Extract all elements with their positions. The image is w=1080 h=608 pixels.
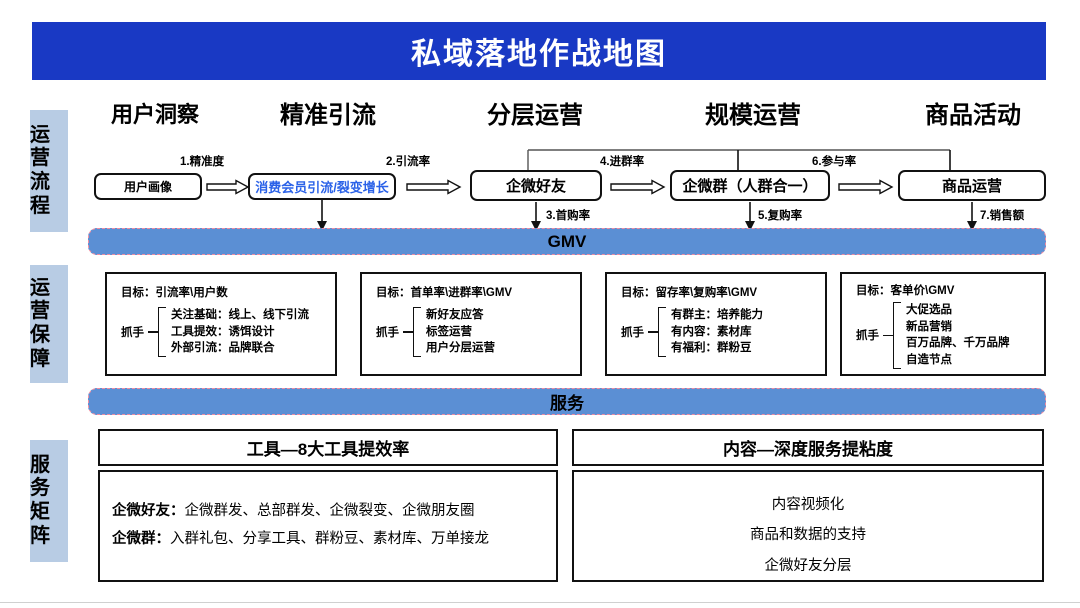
right-arrow-icon-1 [205,173,250,200]
guarantee-items: 关注基础：线上、线下引流 工具提效：诱饵设计 外部引流：品牌联合 [166,307,309,357]
guarantee-item: 关注基础：线上、线下引流 [171,309,309,321]
guarantee-item: 有内容：素材库 [671,325,752,338]
right-arrow-icon-4 [836,173,896,200]
guarantee-goal: 目标：引流率\用户数 [121,287,228,299]
matrix-right-title-box: 内容—深度服务提粘度 [572,429,1044,466]
connector-dash-icon [148,331,158,333]
matrix-left-body: 企微好友：企微群发、总部群发、企微裂变、企微朋友圈 企微群：入群礼包、分享工具、… [98,470,558,582]
guarantee-card-3: 目标：客单价\GMV 抓手 大促选品 新品营销 百万品牌、千万品牌 自造节点 [840,272,1046,376]
sidebar-label-service-matrix: 服务矩阵 [30,453,50,547]
flow-box-label: 企微群（人群合一） [682,178,818,195]
guarantee-goal: 目标：客单价\GMV [856,285,955,297]
brace-icon [158,307,166,358]
guarantee-card-1: 目标：首单率\进群率\GMV 抓手 新好友应答 标签运营 用户分层运营 [360,272,582,376]
flow-box-wecom-friend[interactable]: 企微好友 [470,170,602,201]
service-bar: 服务 [88,388,1046,415]
flow-box-label: 企微好友 [505,178,566,195]
flow-box-member-acquisition[interactable]: 消费会员引流/裂变增长 [248,173,396,200]
guarantee-item: 工具提效：诱饵设计 [171,325,275,338]
connector-dash-icon [648,331,658,333]
flow-box-user-profile[interactable]: 用户画像 [94,173,202,200]
right-arrow-icon-3 [608,173,668,200]
column-header-4: 商品活动 [925,102,1021,129]
sidebar-item-service-matrix: 服务矩阵 [30,440,68,562]
kpi-top-2: 2.引流率 [386,156,431,168]
column-header-3: 规模运营 [705,102,801,129]
guarantee-item: 新好友应答 [426,309,484,321]
matrix-left-title: 工具—8大工具提效率 [246,440,410,459]
guarantee-card-0: 目标：引流率\用户数 抓手 关注基础：线上、线下引流 工具提效：诱饵设计 外部引… [105,272,337,376]
sidebar-item-operation-process: 运营流程 [30,110,68,232]
matrix-right-line-1: 商品和数据的支持 [750,527,866,544]
page-title-banner: 私域落地作战地图 [32,22,1046,80]
guarantee-items: 大促选品 新品营销 百万品牌、千万品牌 自造节点 [901,302,1010,369]
brace-icon [893,302,901,369]
connector-dash-icon [403,331,413,333]
matrix-right-body: 内容视频化 商品和数据的支持 企微好友分层 [572,470,1044,582]
guarantee-goal: 目标：首单率\进群率\GMV [376,287,513,299]
footer-divider [0,602,1080,603]
matrix-right-line-2: 企微好友分层 [764,557,852,574]
flow-box-wecom-group[interactable]: 企微群（人群合一） [670,170,830,201]
guarantee-items: 有群主：培养能力 有内容：素材库 有福利：群粉豆 [666,307,763,357]
matrix-left-line-1-value: 入群礼包、分享工具、群粉豆、素材库、万单接龙 [170,530,489,547]
column-header-1: 精准引流 [280,102,376,129]
matrix-left-line-0-value: 企微群发、总部群发、企微裂变、企微朋友圈 [184,503,475,519]
brace-icon [658,307,666,358]
matrix-left-line-1-label: 企微群： [112,530,170,547]
sidebar-item-operation-guarantee: 运营保障 [30,265,68,383]
flow-box-label: 消费会员引流/裂变增长 [255,180,389,195]
flow-box-label: 商品运营 [941,178,1002,195]
right-arrow-icon-2 [404,173,464,200]
column-header-0: 用户洞察 [110,102,199,127]
guarantee-key: 抓手 [856,330,879,343]
kpi-top-6: 6.参与率 [812,156,857,168]
flow-box-label: 用户画像 [123,180,172,194]
guarantee-card-2: 目标：留存率\复购率\GMV 抓手 有群主：培养能力 有内容：素材库 有福利：群… [605,272,827,376]
guarantee-item: 大促选品 [906,304,952,316]
matrix-left-line-1: 企微群：入群礼包、分享工具、群粉豆、素材库、万单接龙 [112,526,556,554]
guarantee-items: 新好友应答 标签运营 用户分层运营 [421,307,495,357]
guarantee-item: 有群主：培养能力 [671,309,763,321]
sidebar-label-operation-guarantee: 运营保障 [30,276,50,370]
matrix-left-title-box: 工具—8大工具提效率 [98,429,558,466]
kpi-bottom-3: 3.首购率 [546,210,591,222]
connector-dash-icon [883,334,893,337]
guarantee-key: 抓手 [621,327,644,339]
gmv-bar-label: GMV [547,231,587,251]
matrix-right-title: 内容—深度服务提粘度 [723,440,893,459]
guarantee-key: 抓手 [121,327,144,339]
matrix-left-line-0: 企微好友：企微群发、总部群发、企微裂变、企微朋友圈 [112,498,556,526]
guarantee-item: 用户分层运营 [426,342,495,355]
sidebar-label-operation-process: 运营流程 [30,123,50,217]
service-bar-label: 服务 [550,394,584,413]
guarantee-item: 自造节点 [906,354,952,367]
kpi-bottom-5: 5.复购率 [758,210,803,222]
guarantee-item: 标签运营 [426,325,472,338]
guarantee-key: 抓手 [376,327,399,339]
guarantee-item: 有福利：群粉豆 [671,342,752,355]
matrix-left-line-0-label: 企微好友： [112,503,185,519]
column-header-2: 分层运营 [487,102,583,129]
guarantee-goal: 目标：留存率\复购率\GMV [621,287,758,299]
brace-icon [413,307,421,358]
guarantee-item: 百万品牌、千万品牌 [906,337,1010,350]
flow-box-product-operation[interactable]: 商品运营 [898,170,1046,201]
kpi-top-1: 1.精准度 [180,156,225,168]
guarantee-item: 外部引流：品牌联合 [171,342,275,355]
matrix-right-line-0: 内容视频化 [771,497,845,513]
page-title: 私域落地作战地图 [411,38,667,71]
kpi-top-4: 4.进群率 [600,156,645,168]
gmv-bar: GMV [88,228,1046,255]
flow-down-arrows-to-gmv [317,200,977,231]
kpi-bottom-7: 7.销售额 [980,210,1025,222]
guarantee-item: 新品营销 [906,320,952,333]
